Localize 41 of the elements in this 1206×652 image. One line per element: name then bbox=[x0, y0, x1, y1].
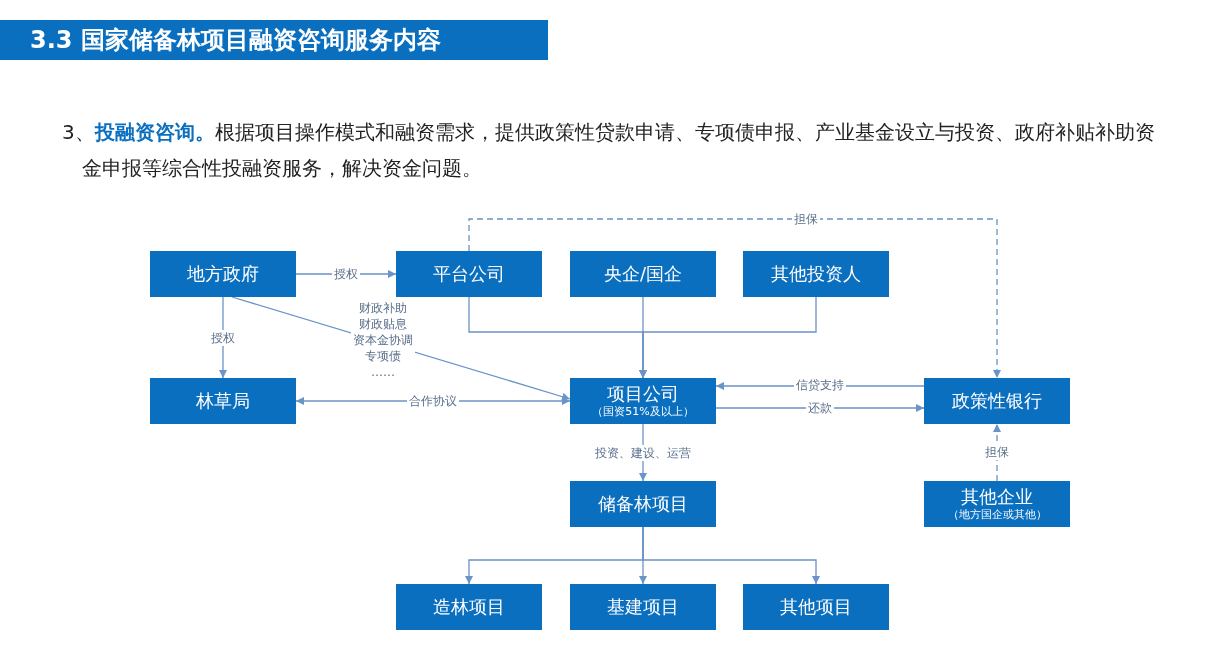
box-title: 地方政府 bbox=[187, 263, 259, 285]
box-note: （地方国企或其他） bbox=[947, 508, 1047, 522]
box-title: 政策性银行 bbox=[952, 390, 1042, 412]
process-box bbox=[743, 251, 889, 297]
process-box bbox=[396, 584, 542, 630]
box-note: （国资51%及以上） bbox=[592, 405, 694, 419]
edge-label: 合作协议 bbox=[407, 393, 459, 409]
box-title: 其他投资人 bbox=[771, 263, 861, 285]
process-box bbox=[924, 481, 1070, 527]
box-title: 其他项目 bbox=[780, 596, 852, 618]
arrow bbox=[468, 218, 1001, 379]
process-box bbox=[570, 481, 716, 527]
box-title: 造林项目 bbox=[433, 596, 505, 618]
box-title: 储备林项目 bbox=[598, 493, 688, 515]
page-title: 3.3 国家储备林项目融资咨询服务内容 bbox=[0, 20, 548, 60]
edge-label: 投资、建设、运营 bbox=[593, 445, 693, 461]
process-box bbox=[570, 584, 716, 630]
edge-label: 担保 bbox=[792, 211, 820, 227]
intro-paragraph: 3、投融资咨询。根据项目操作模式和融资需求，提供政策性贷款申请、专项债申报、产业基金设立与投资、政府补贴补助资金申报等综合性投融资服务，解决资金问题。 bbox=[62, 119, 1156, 182]
process-box bbox=[570, 378, 716, 424]
box-title: 其他企业 bbox=[961, 486, 1033, 508]
box-title: 央企/国企 bbox=[603, 263, 683, 285]
edge-label: 授权 bbox=[332, 266, 360, 282]
process-box bbox=[150, 378, 296, 424]
arrow bbox=[642, 526, 820, 585]
edge-label: 信贷支持 bbox=[794, 377, 846, 393]
box-title: 基建项目 bbox=[607, 596, 679, 618]
box-title: 林草局 bbox=[196, 390, 250, 412]
process-box bbox=[743, 584, 889, 630]
box-title: 平台公司 bbox=[433, 263, 505, 285]
edge-label: 担保 bbox=[983, 444, 1011, 460]
process-box bbox=[570, 251, 716, 297]
arrow bbox=[715, 404, 925, 412]
process-box bbox=[924, 378, 1070, 424]
process-box bbox=[150, 251, 296, 297]
box-title: 项目公司 bbox=[607, 383, 679, 405]
edge-label: 还款 bbox=[806, 400, 834, 416]
arrow bbox=[639, 296, 817, 379]
edge-label: 授权 bbox=[209, 330, 237, 346]
arrow bbox=[993, 423, 1001, 482]
process-box bbox=[396, 251, 542, 297]
